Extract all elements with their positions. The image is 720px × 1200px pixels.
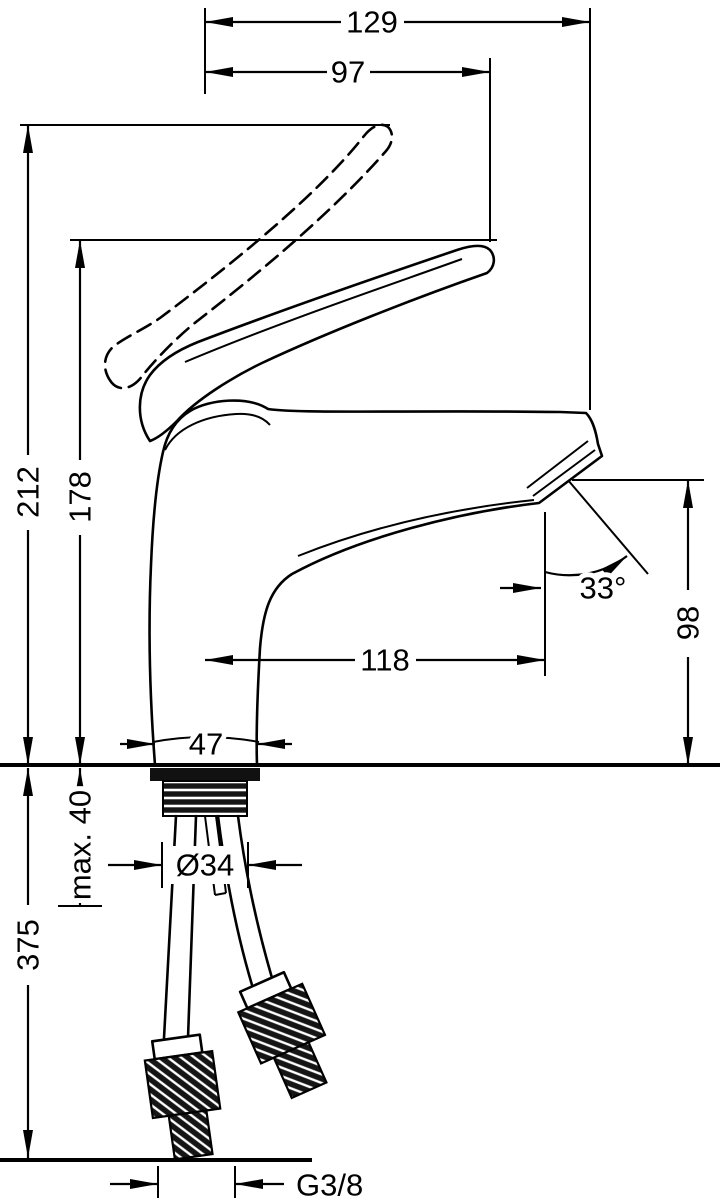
- base-washer: [150, 768, 260, 781]
- hose-connector-right: [236, 970, 328, 1100]
- dim-max40-label: max. 40: [63, 790, 98, 900]
- lever-raised-phantom: [103, 123, 394, 390]
- base-seam-line: [152, 736, 260, 743]
- supply-hose-right: [216, 814, 328, 1100]
- label-mask: [170, 846, 240, 884]
- dimension-lines: [23, 16, 693, 1189]
- dim-97-label: 97: [331, 55, 365, 90]
- dim-118-label: 118: [360, 643, 409, 678]
- lever-ridge-line: [184, 258, 463, 363]
- dimension-labels: 129 97 212 178 98 118 47 Ø34 max. 40 375…: [6, 0, 711, 1200]
- faucet-body-outline: [148, 399, 604, 767]
- dim-thread-label: G3/8: [296, 1168, 363, 1200]
- faucet-figure: [103, 123, 604, 767]
- dim-212-label: 212: [11, 466, 46, 518]
- spout-inner-contour: [297, 499, 535, 557]
- dim-129-label: 129: [346, 5, 398, 40]
- dim-hole-label: Ø34: [176, 848, 235, 883]
- dim-178-label: 178: [63, 471, 98, 523]
- mounting-shank-nut: [162, 780, 248, 817]
- dim-98-label: 98: [671, 606, 706, 640]
- cartridge-dome-line: [164, 412, 271, 451]
- dim-47-label: 47: [189, 727, 223, 762]
- lever-handle: [138, 244, 496, 443]
- dim-375-label: 375: [11, 919, 46, 971]
- dim-angle-label: 33°: [580, 571, 627, 606]
- spout-angle-line: [555, 465, 649, 575]
- aerator-line-2: [526, 440, 589, 489]
- hose-connector-left: [143, 1033, 222, 1161]
- extension-lines: [20, 8, 704, 1198]
- aerator-line-1: [532, 449, 596, 497]
- mounting-hardware: [143, 768, 328, 1161]
- dim-angle-33: [500, 555, 628, 593]
